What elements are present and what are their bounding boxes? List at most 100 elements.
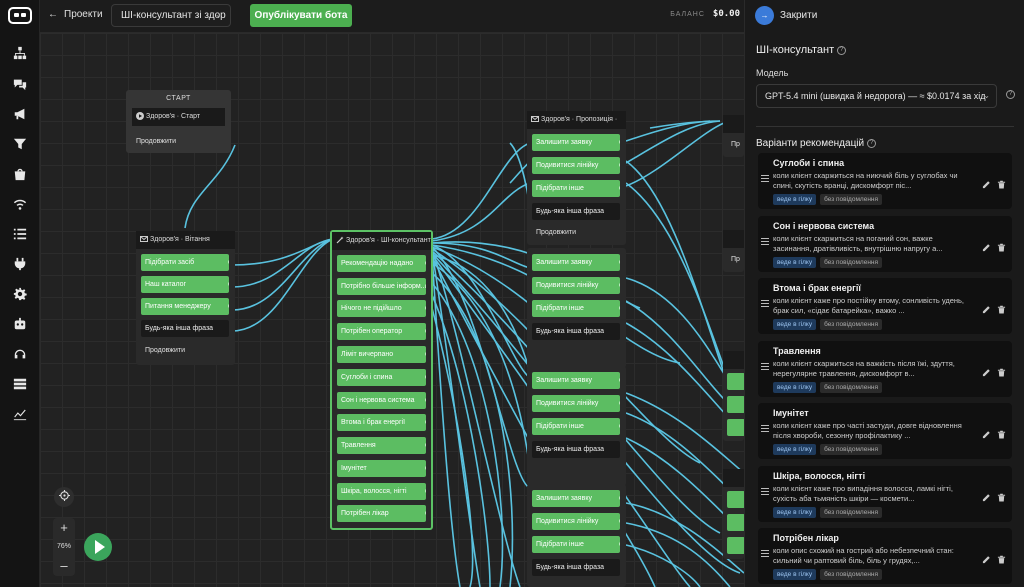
welcome-other-phrase[interactable]: Будь-яка інша фраза [141,320,229,337]
trash-icon[interactable] [997,239,1006,252]
welcome-button-1[interactable]: Наш каталог [141,276,229,293]
partial-node-4-button-2[interactable] [727,537,744,554]
ai-button-3[interactable]: Потрібен оператор [337,323,426,340]
model-help-icon[interactable]: ? [1006,90,1015,99]
pencil-icon[interactable] [982,239,991,251]
pencil-icon[interactable] [982,489,991,501]
variant-card[interactable]: Імунітет коли клієнт каже про часті заст… [758,403,1012,459]
offer-3-other-phrase[interactable]: Будь-яка інша фраза [532,441,620,458]
gear-icon[interactable] [12,286,28,302]
offer-4-button-2[interactable]: Підібрати інше [532,536,620,553]
offer-2-button-2[interactable]: Підібрати інше [532,300,620,317]
ai-button-6[interactable]: Сон і нервова система [337,392,426,409]
shop-bag-icon[interactable] [12,166,28,182]
partial-node-3[interactable] [723,351,744,441]
ai-button-10[interactable]: Шкіра, волосся, нігті [337,483,426,500]
partial-node-1[interactable]: Пр [723,115,744,157]
trash-icon[interactable] [997,489,1006,502]
drag-handle-icon[interactable] [761,487,769,495]
partial-node-2[interactable]: Пр [723,230,744,272]
offer-3-button-0[interactable]: Залишити заявку [532,372,620,389]
offer-4-button-0[interactable]: Залишити заявку [532,490,620,507]
partial-node-3-button-1[interactable] [727,396,744,413]
pencil-icon[interactable] [982,426,991,439]
offer-1-button-1[interactable]: Подивитися лінійку [532,157,620,174]
welcome-button-2[interactable]: Питання менеджеру [141,298,229,315]
model-select[interactable]: GPT-5.4 mini (швидка й недорога) — ≈ $0.… [756,84,997,108]
pencil-icon[interactable] [982,551,991,564]
ai-button-0[interactable]: Рекомендацію надано [337,255,426,272]
partial-node-3-button-0[interactable] [727,373,744,390]
ai-button-1[interactable]: Потрібно більше інформ... [337,278,426,295]
start-group[interactable]: СТАРТ Здоров'я · Старт Продовжити [126,90,231,153]
variant-card[interactable]: Травлення коли клієнт скаржиться на важк… [758,340,1012,397]
recenter-button[interactable] [54,487,74,507]
pencil-icon[interactable] [982,176,991,189]
variant-card[interactable]: Потрібен лікар коли опис схожий на гостр… [758,528,1012,584]
close-panel-button[interactable]: → Закрити [755,6,817,25]
run-test-button[interactable] [84,533,112,561]
offer-2-other-phrase[interactable]: Будь-яка інша фраза [532,323,620,340]
drag-handle-icon[interactable] [761,175,769,182]
trash-icon[interactable] [997,551,1006,564]
headset-icon[interactable] [12,346,28,362]
help-icon[interactable]: ? [837,45,847,55]
partial-node-3-button-2[interactable] [727,419,744,436]
drag-handle-icon[interactable] [761,300,769,307]
variant-card[interactable]: Суглоби і спина коли клієнт скаржиться н… [758,153,1012,209]
zoom-in-button[interactable]: + [60,520,68,535]
offer-node-3[interactable]: Залишити заявку Подивитися лінійку Підіб… [527,366,626,486]
offer-3-button-2[interactable]: Підібрати інше [532,418,620,435]
robot-icon[interactable] [12,316,28,332]
welcome-node[interactable]: Здоров'я · Вітання Підібрати засіб Наш к… [136,231,235,365]
megaphone-icon[interactable] [12,106,28,122]
offer-2-button-0[interactable]: Залишити заявку [532,254,620,271]
offer-1-other-phrase[interactable]: Будь-яка інша фраза [532,203,620,220]
drag-handle-icon[interactable] [761,550,769,557]
ai-button-11[interactable]: Потрібен лікар [337,505,426,522]
ai-consultant-node[interactable]: Здоров'я · ШІ-консультант Рекомендацію н… [330,230,433,530]
variant-card[interactable]: Сон і нервова система коли клієнт скаржи… [758,215,1012,272]
offer-4-other-phrase[interactable]: Будь-яка інша фраза [532,559,620,576]
offer-1-button-2[interactable]: Підібрати інше [532,180,620,197]
database-icon[interactable] [12,376,28,392]
partial-node-4[interactable] [723,469,744,559]
offer-2-button-1[interactable]: Подивитися лінійку [532,277,620,294]
publish-bot-button[interactable]: Опублікувати бота [250,4,352,27]
partial-node-4-button-0[interactable] [727,491,744,508]
trash-icon[interactable] [997,364,1006,377]
offer-node-4[interactable]: Залишити заявку Подивитися лінійку Підіб… [527,484,626,587]
plug-icon[interactable] [12,256,28,272]
back-to-projects-button[interactable]: ← Проекти [48,9,103,20]
trash-icon[interactable] [997,301,1006,314]
trash-icon[interactable] [997,176,1006,189]
offer-1-button-0[interactable]: Залишити заявку [532,134,620,151]
ai-button-7[interactable]: Втома і брак енергії [337,414,426,431]
pencil-icon[interactable] [982,301,991,314]
offer-3-button-1[interactable]: Подивитися лінійку [532,395,620,412]
partial-node-4-button-1[interactable] [727,514,744,531]
pencil-icon[interactable] [982,364,991,376]
help-icon[interactable]: ? [867,138,877,148]
drag-handle-icon[interactable] [761,237,769,245]
filter-icon[interactable] [12,136,28,152]
variant-card[interactable]: Втома і брак енергії коли клієнт каже пр… [758,278,1012,334]
ai-button-4[interactable]: Ліміт вичерпано [337,346,426,363]
drag-handle-icon[interactable] [761,362,769,370]
offer-4-button-1[interactable]: Подивитися лінійку [532,513,620,530]
analytics-icon[interactable] [12,406,28,422]
trash-icon[interactable] [997,426,1006,439]
ai-button-8[interactable]: Травлення [337,437,426,454]
bot-selector[interactable]: ШІ-консультант зі здор ⌄ [111,4,231,27]
flow-canvas[interactable]: СТАРТ Здоров'я · Старт Продовжити Здоров… [40,33,744,587]
ai-button-9[interactable]: Імунітет [337,460,426,477]
ai-button-2[interactable]: Нічого не підійшло [337,300,426,317]
offer-node-1[interactable]: Здоров'я · Пропозиція · Залишити заявку … [527,111,626,245]
chat-icon[interactable] [12,76,28,92]
zoom-out-button[interactable]: – [60,558,68,573]
sitemap-icon[interactable] [12,45,28,61]
variant-card[interactable]: Шкіра, волосся, нігті коли клієнт каже п… [758,465,1012,522]
welcome-button-0[interactable]: Підібрати засіб [141,254,229,271]
drag-handle-icon[interactable] [761,425,769,432]
offer-node-2[interactable]: Залишити заявку Подивитися лінійку Підіб… [527,248,626,368]
